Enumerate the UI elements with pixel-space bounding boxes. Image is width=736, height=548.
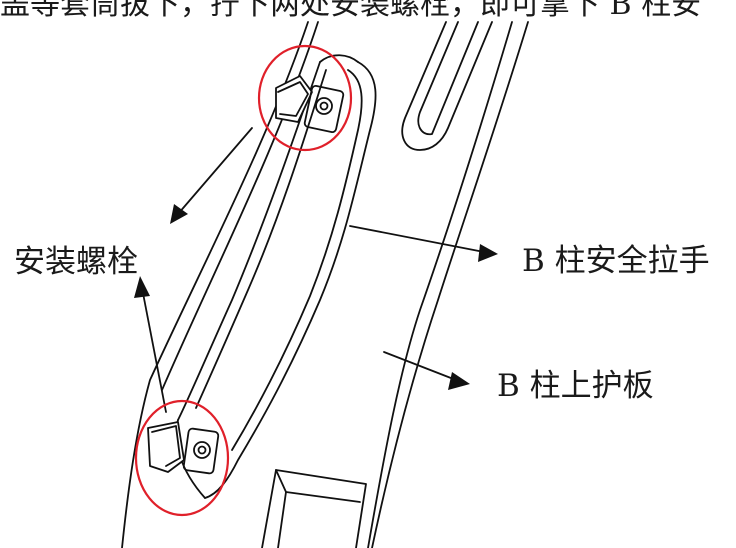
upper-slot-inner [417,21,479,136]
pillar-right-edge-inner [367,21,513,548]
lower-cover-cap [147,421,185,473]
handle-top-cap [319,54,359,63]
upper-bolt-highlight-circle [257,44,353,152]
lower-cover-cap-edge [151,425,181,467]
bolt-arrow-lower-head [134,276,150,298]
handle-arrow-head [478,244,498,262]
pillar-right-edge [371,21,529,548]
lower-connector-face [275,469,361,503]
grab-handle-label: B 柱安全拉手 [522,243,710,279]
panel-leader [383,351,457,381]
bolt-arrow-upper-head [170,204,188,224]
handle-inner-left [195,69,327,409]
lower-connector-side [277,491,287,548]
upper-bolt-recess [303,84,345,134]
handle-outer-right [204,61,377,499]
upper-bolt-head [315,97,333,115]
handle-inner-right [231,69,363,451]
lower-bolt-head [193,441,211,459]
bolt-leader-upper [177,127,253,215]
bolt-leader-lower [141,287,167,413]
panel-arrow-head [448,372,470,390]
upper-slot [401,21,493,151]
pillar-left-edge-inner [161,21,319,391]
upper-cover-cap-edge [277,81,309,117]
lower-bolt-recess [182,427,220,475]
upper-trim-panel-label: B 柱上护板 [497,368,654,404]
handle-leader [349,225,485,253]
mounting-bolt-label: 安装螺栓 [14,244,138,280]
instruction-caption: 盖等套筒拔下，拧下两处安装螺栓，即可拿下 B 柱安 [0,0,702,22]
lower-bolt-highlight-circle [134,399,230,517]
lower-connector [261,469,367,548]
upper-bolt-center [319,101,329,111]
lower-bolt-center [197,445,207,455]
pillar-left-edge [121,21,309,548]
